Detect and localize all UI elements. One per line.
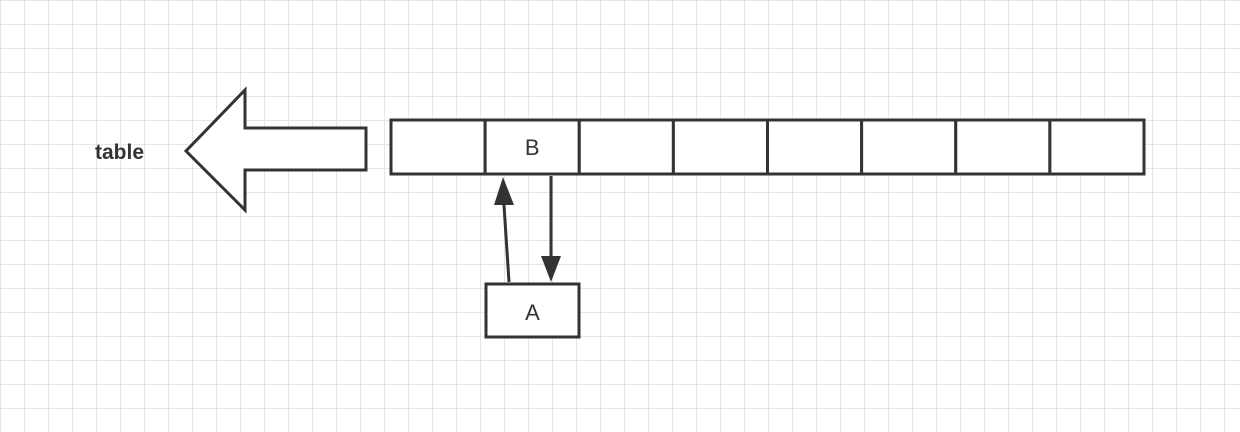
- node-a-box: [484, 282, 581, 339]
- table-cell-2: [577, 118, 675, 176]
- arrow-a-to-b-head: [494, 177, 514, 205]
- table-cell-4: [766, 118, 864, 176]
- table-cell-5: [860, 118, 958, 176]
- arrow-b-to-a-head: [541, 256, 561, 282]
- table-cell-7: [1048, 118, 1146, 176]
- table-cell-1: [483, 118, 581, 176]
- table-cell-3: [671, 118, 769, 176]
- table-cell-6: [954, 118, 1052, 176]
- table-cell-label-1: B: [525, 135, 540, 160]
- table-array: B: [389, 118, 1146, 176]
- arrow-a-to-b: [501, 189, 511, 283]
- left-arrow-shape: [183, 86, 368, 214]
- table-label: table: [95, 141, 144, 164]
- node-a-label: A: [525, 300, 540, 325]
- table-cell-0: [389, 118, 487, 176]
